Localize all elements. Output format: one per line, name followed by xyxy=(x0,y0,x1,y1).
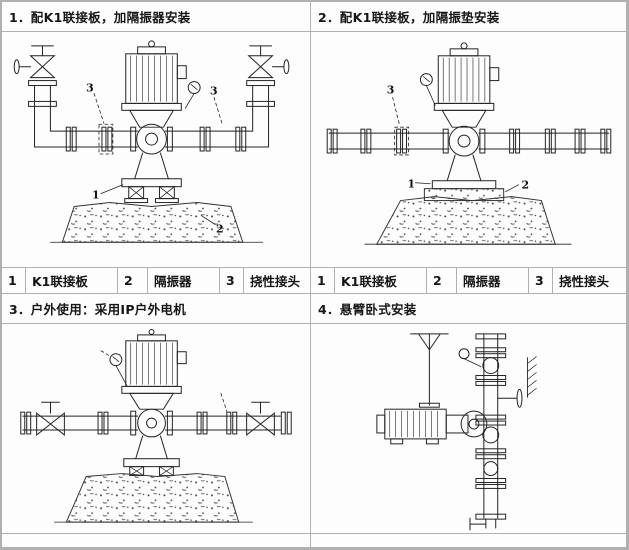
footer-strip-right xyxy=(311,534,627,548)
legend-num-1: 1 xyxy=(311,268,335,293)
callout-k1-plate: 1 xyxy=(408,178,416,191)
panel-4-title: 4．悬臂卧式安装 xyxy=(311,294,627,324)
legend-row: 1 K1联接板 2 隔振器 3 挠性接头 1 K1联接板 2 隔振器 3 挠性接… xyxy=(2,268,627,294)
legend-label-k1-plate: K1联接板 xyxy=(335,268,427,293)
callout-vibration-pad: 2 xyxy=(522,179,530,192)
legend-label-flex-joint: 挠性接头 xyxy=(250,274,301,289)
panel-3-diagram xyxy=(2,324,311,534)
callout-flex-joint-right: 3 xyxy=(210,84,218,97)
pump-vibration-pad-diagram: 3 1 2 xyxy=(326,42,612,245)
legend-row-left: 1 K1联接板 2 隔振器 3 挠性接头 xyxy=(2,268,311,294)
title-row-1: 1．配K1联接板，加隔振器安装 2．配K1联接板，加隔振垫安装 xyxy=(2,2,627,32)
legend-row-right: 1 K1联接板 2 隔振器 3 挠性接头 xyxy=(311,268,627,294)
pump-vibration-isolator-diagram: 3 3 1 2 xyxy=(13,40,290,243)
cantilever-horizontal-diagram xyxy=(376,333,537,531)
legend-num-3: 3 xyxy=(220,268,244,293)
diagram-row-2 xyxy=(2,324,627,534)
panel-3-title: 3．户外使用：采用IP户外电机 xyxy=(2,294,311,324)
outdoor-pump-diagram xyxy=(20,328,292,523)
callout-k1-plate: 1 xyxy=(92,189,100,202)
panel-1-title: 1．配K1联接板，加隔振器安装 xyxy=(2,2,311,32)
callout-flex-joint-left: 3 xyxy=(86,81,94,94)
callout-flex-joint: 3 xyxy=(387,83,395,96)
legend-num-1: 1 xyxy=(2,268,26,293)
panel-1-diagram: 3 3 1 2 xyxy=(2,32,311,268)
panel-2-diagram: 3 1 2 xyxy=(311,32,627,268)
legend-num-2: 2 xyxy=(427,268,457,293)
panel-2-title: 2．配K1联接板，加隔振垫安装 xyxy=(311,2,627,32)
legend-num-3: 3 xyxy=(529,268,553,293)
legend-label-flex-joint: 挠性接头 xyxy=(559,274,610,289)
diagram-row-1: 3 3 1 2 xyxy=(2,32,627,268)
callout-foundation: 2 xyxy=(216,222,224,235)
legend-label-isolator: 隔振器 xyxy=(148,268,220,293)
footer-strip-left xyxy=(2,534,311,548)
footer-strip xyxy=(2,534,627,548)
panel-4-diagram xyxy=(311,324,627,534)
legend-num-2: 2 xyxy=(118,268,148,293)
title-row-2: 3．户外使用：采用IP户外电机 4．悬臂卧式安装 xyxy=(2,294,627,324)
legend-label-isolator: 隔振器 xyxy=(457,268,529,293)
legend-label-k1-plate: K1联接板 xyxy=(26,268,118,293)
